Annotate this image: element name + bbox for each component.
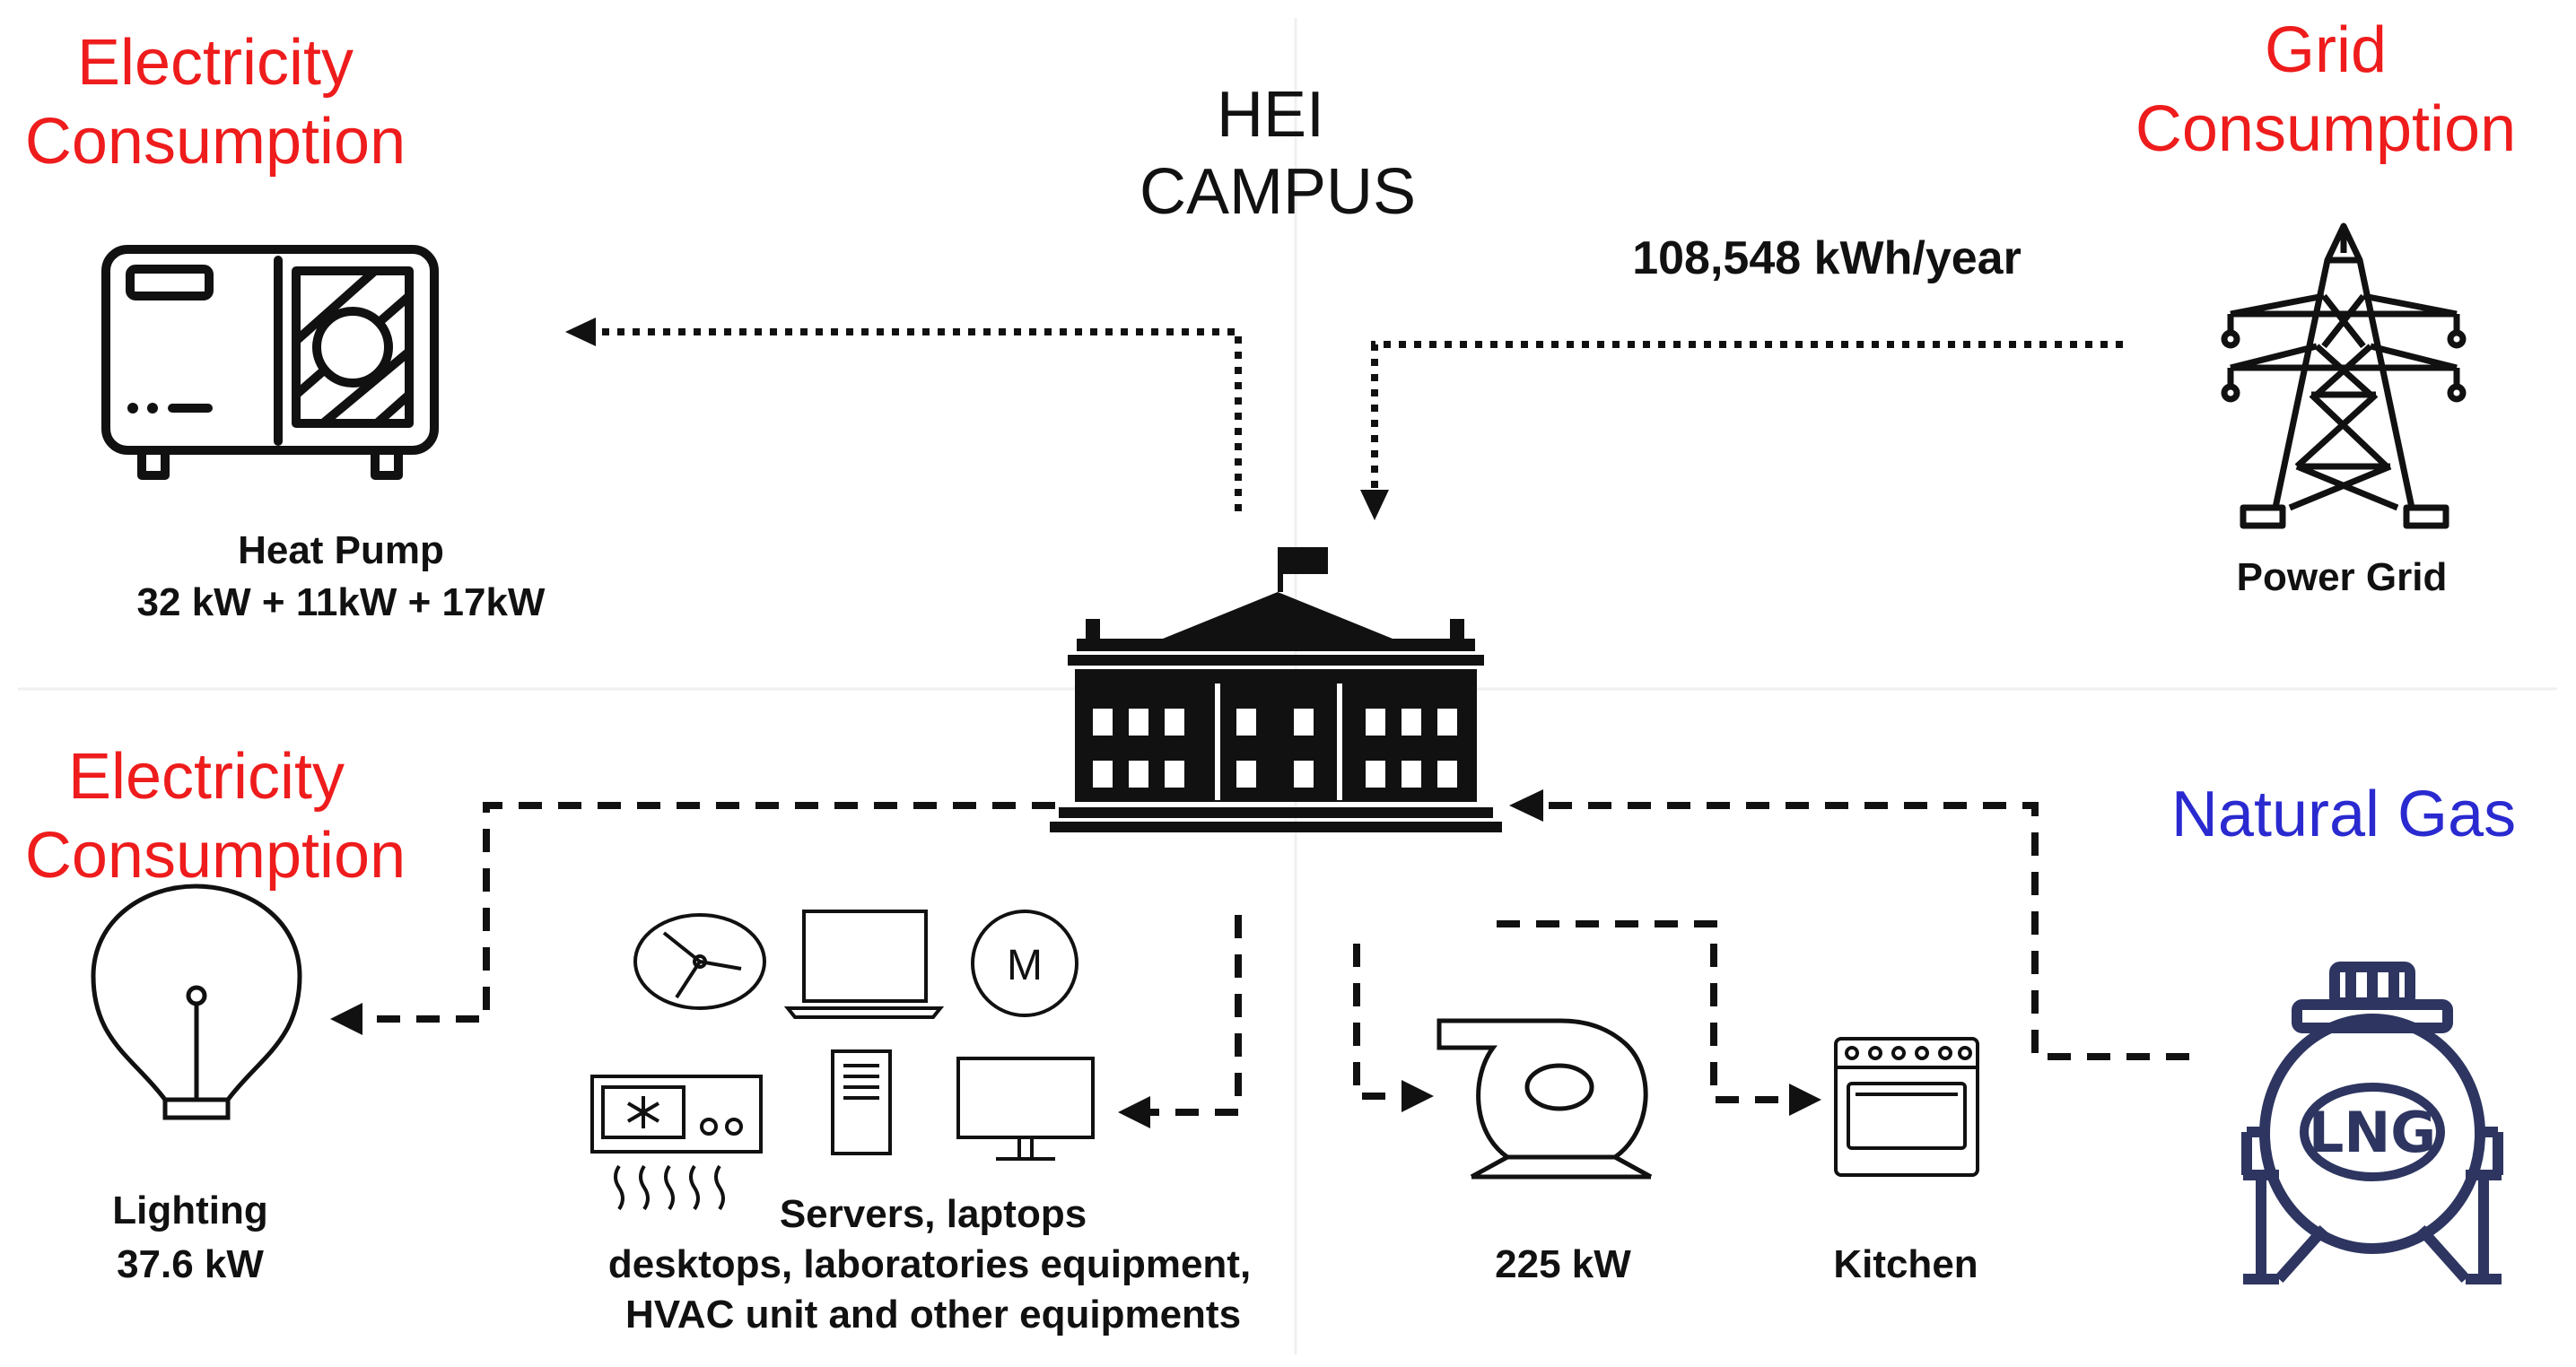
heat-pump-label: Heat Pump bbox=[238, 528, 444, 572]
blower-icon bbox=[1436, 1018, 1653, 1180]
campus-title-line2: CAMPUS bbox=[1140, 156, 1416, 228]
server-icon bbox=[831, 1049, 892, 1155]
hvac-unit-icon bbox=[590, 1075, 763, 1211]
equipment-arrowhead bbox=[1118, 1096, 1150, 1128]
power-grid-label: Power Grid bbox=[2237, 555, 2448, 599]
lighting-value: 37.6 kW bbox=[117, 1242, 264, 1286]
light-bulb-icon bbox=[91, 884, 302, 1120]
gas-flow-line bbox=[1543, 802, 2189, 1060]
lng-label: LNG bbox=[2309, 1100, 2436, 1165]
transmission-tower-icon bbox=[2221, 222, 2467, 529]
heat-pump-arrowhead bbox=[565, 318, 596, 346]
heat-pump-icon bbox=[101, 245, 439, 480]
top-left-title-line1: Electricity bbox=[77, 27, 354, 99]
grid-flow-value: 108,548 kWh/year bbox=[1632, 232, 2022, 284]
laptop-icon bbox=[783, 910, 945, 1019]
equipment-line1: Servers, laptops bbox=[780, 1192, 1087, 1236]
stove-icon bbox=[1834, 1037, 1979, 1177]
equipment-flow-line bbox=[1150, 915, 1242, 1116]
lighting-label: Lighting bbox=[112, 1189, 268, 1232]
blower-arrowhead bbox=[1402, 1080, 1434, 1112]
grid-arrowhead bbox=[1360, 490, 1389, 520]
campus-building-icon bbox=[1050, 547, 1502, 832]
blower-flow-line bbox=[1353, 944, 1402, 1100]
kitchen-label: Kitchen bbox=[1833, 1242, 1978, 1286]
grid-flow-line bbox=[1371, 341, 2123, 492]
lighting-arrowhead bbox=[330, 1003, 362, 1035]
lng-tank-icon bbox=[2241, 962, 2503, 1284]
kitchen-arrowhead bbox=[1789, 1084, 1821, 1116]
motor-letter: M bbox=[1007, 942, 1043, 989]
heat-pump-value: 32 kW + 11kW + 17kW bbox=[137, 580, 546, 624]
campus-title-line1: HEI bbox=[1217, 79, 1324, 151]
equipment-line3: HVAC unit and other equipments bbox=[625, 1293, 1241, 1337]
gas-arrowhead bbox=[1509, 789, 1543, 822]
top-right-title-line1: Grid bbox=[2265, 14, 2387, 86]
flow-arrows bbox=[330, 318, 2189, 1128]
lighting-flow-line bbox=[362, 802, 1055, 1023]
fan-icon bbox=[633, 913, 766, 1010]
motor-icon: M bbox=[971, 910, 1078, 1017]
top-left-title-line2: Consumption bbox=[25, 106, 406, 178]
bottom-left-title-line1: Electricity bbox=[68, 741, 345, 813]
monitor-icon bbox=[956, 1057, 1095, 1161]
equipment-line2: desktops, laboratories equipment, bbox=[608, 1242, 1251, 1286]
top-right-title-line2: Consumption bbox=[2135, 93, 2516, 165]
bottom-left-title-line2: Consumption bbox=[25, 820, 406, 892]
boiler-value: 225 kW bbox=[1495, 1242, 1631, 1286]
heat-pump-flow-line bbox=[592, 328, 1242, 511]
bottom-right-title: Natural Gas bbox=[2171, 779, 2516, 850]
